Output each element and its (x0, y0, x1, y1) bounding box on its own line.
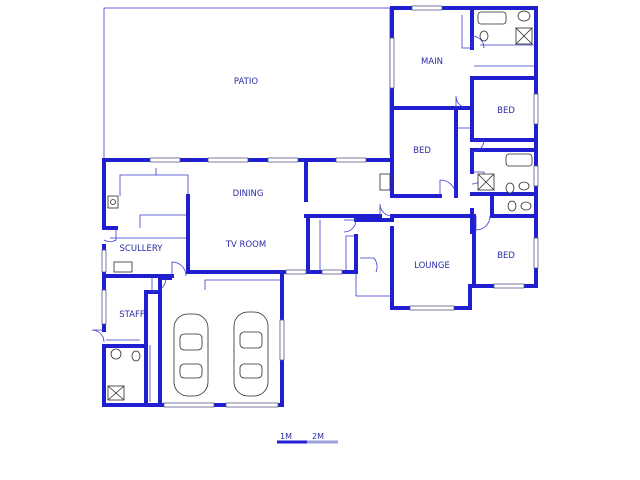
room-label-lounge: LOUNGE (414, 261, 450, 271)
room-label-scullery: SCULLERY (120, 244, 164, 254)
room-label-main: MAIN (421, 57, 443, 67)
scale-label-1m: 1M (280, 432, 292, 441)
car-left-icon (173, 313, 209, 397)
room-label-staff: STAFF (119, 310, 145, 320)
room-label-patio: PATIO (234, 77, 258, 87)
room-label-bed-upper: BED (497, 106, 515, 116)
room-label-tv-room: TV ROOM (225, 240, 266, 250)
room-label-bed-right: BED (497, 251, 515, 261)
fixtures (107, 10, 533, 401)
car-right-icon (233, 311, 269, 397)
scale-bar: 1M 2M (277, 432, 338, 444)
door-swings (91, 35, 491, 343)
windows (101, 5, 539, 408)
exterior-walls (102, 6, 538, 407)
scale-label-2m: 2M (312, 432, 324, 441)
room-label-dining: DINING (233, 189, 264, 199)
room-label-bed-mid: BED (413, 146, 431, 156)
